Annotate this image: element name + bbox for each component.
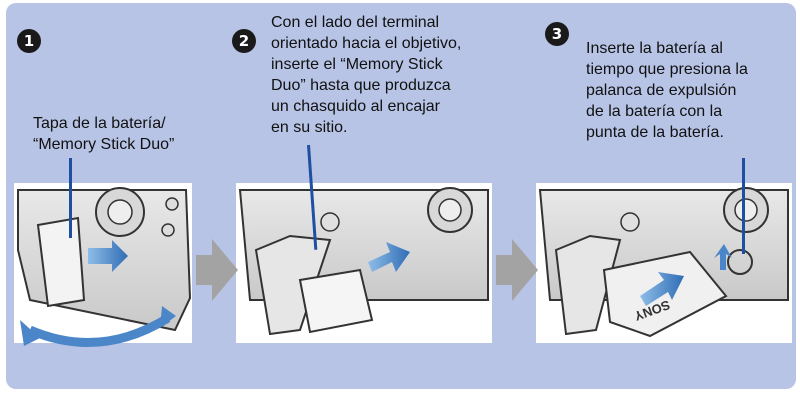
step-2-number: 2 bbox=[232, 29, 256, 53]
step-1-callout-line bbox=[69, 158, 72, 238]
camera-illustration-1 bbox=[14, 183, 192, 347]
camera-illustration-3: SONY bbox=[536, 183, 792, 343]
step-2-caption: Con el lado del terminal orientado hacia… bbox=[271, 14, 462, 136]
step-1-number: 1 bbox=[17, 29, 41, 53]
step-1-caption: Tapa de la batería/ “Memory Stick Duo” bbox=[33, 115, 175, 153]
next-step-arrow-2 bbox=[496, 239, 538, 301]
step-3-number: 3 bbox=[545, 22, 569, 46]
camera-illustration-2 bbox=[236, 183, 492, 343]
next-step-arrow-1 bbox=[196, 239, 238, 301]
step-3-callout-line bbox=[742, 158, 745, 254]
step-3-caption: Inserte la batería al tiempo que presion… bbox=[586, 40, 748, 141]
